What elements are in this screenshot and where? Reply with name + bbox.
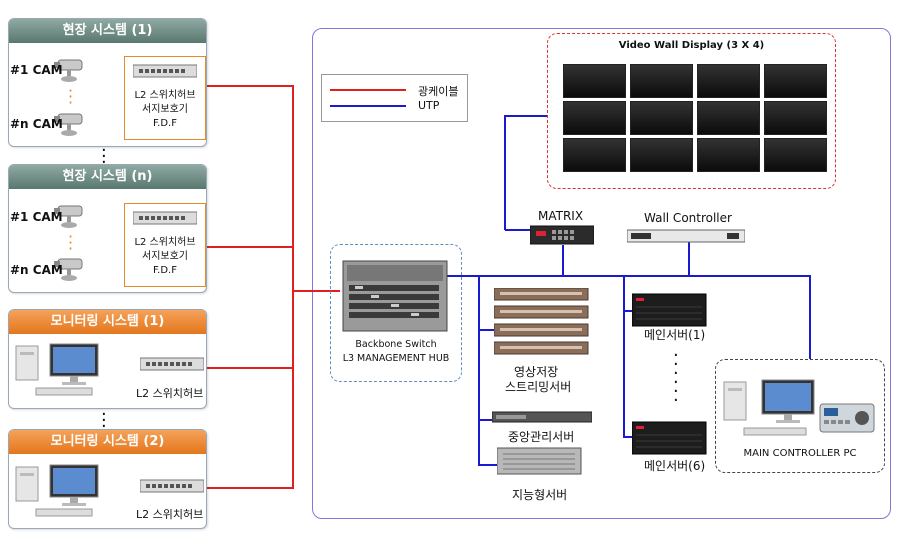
- switch-hub-icon: [140, 357, 204, 371]
- site-n-hub-line-1: L2 스위치허브: [134, 237, 196, 248]
- ellipsis-icon: ······: [673, 345, 679, 411]
- main-controller-pc: MAIN CONTROLLER PC: [715, 359, 885, 473]
- monitoring-system-2-title: 모니터링 시스템 (2): [9, 430, 206, 454]
- intelligent-server-icon: [497, 447, 582, 475]
- matrix-label: MATRIX: [538, 209, 584, 223]
- switch-hub-icon: [133, 64, 197, 78]
- switch-hub-icon: [133, 211, 197, 225]
- cctv-camera-icon: [54, 59, 83, 82]
- legend-optical-label: 광케이블: [418, 85, 459, 98]
- site-1-cam-first-label: #1 CAM: [10, 63, 63, 77]
- site-system-n-title: 현장 시스템 (n): [9, 165, 206, 189]
- matrix-switcher-icon: [530, 225, 594, 245]
- monitoring-system-1-title: 모니터링 시스템 (1): [9, 310, 206, 334]
- ellipsis-icon: ···: [101, 140, 107, 173]
- desktop-pc-icon: [15, 464, 99, 517]
- video-wall-panel: [630, 101, 693, 135]
- backbone-label-line-2: L3 MANAGEMENT HUB: [342, 353, 450, 364]
- site-n-hub-box: L2 스위치허브 서지보호기 F.D.F: [124, 203, 206, 287]
- site-1-hub-line-2: 서지보호기: [142, 104, 188, 115]
- desktop-pc-icon: [15, 343, 99, 396]
- site-1-hub-line-3: F.D.F: [153, 118, 177, 129]
- site-system-1-title: 현장 시스템 (1): [9, 19, 206, 43]
- main-server-last-label: 메인서버(6): [644, 459, 706, 473]
- wall-controller-icon: [627, 229, 745, 243]
- ellipsis-icon: ···: [101, 404, 107, 437]
- ellipsis-icon: ···: [68, 81, 74, 112]
- main-server-icon: [632, 421, 707, 455]
- video-wall-panel: [697, 64, 760, 98]
- cctv-camera-icon: [54, 113, 83, 136]
- storage-server-icon: [494, 288, 589, 355]
- site-n-cam-last-label: #n CAM: [10, 263, 63, 277]
- optical-cables: [205, 85, 340, 489]
- backbone-label-line-1: Backbone Switch: [355, 339, 437, 350]
- ellipsis-icon: ···: [68, 227, 74, 258]
- wall-controller-label: Wall Controller: [644, 211, 732, 225]
- backbone-chassis-icon: [342, 260, 448, 332]
- monitoring-1-hub-label: L2 스위치허브: [136, 387, 204, 400]
- video-wall-title: Video Wall Display (3 X 4): [618, 40, 765, 51]
- site-n-hub-line-3: F.D.F: [153, 265, 177, 276]
- optical-cable-site-1: [205, 85, 294, 291]
- video-wall-panel: [697, 138, 760, 172]
- central-server-icon: [492, 411, 592, 423]
- cctv-camera-icon: [54, 258, 83, 281]
- video-wall-panel: [630, 138, 693, 172]
- main-server-first-label: 메인서버(1): [644, 328, 706, 342]
- intelligent-server-label: 지능형서버: [512, 488, 568, 502]
- site-1-hub-box: L2 스위치허브 서지보호기 F.D.F: [124, 56, 206, 140]
- optical-cable-monitor-2: [205, 291, 294, 489]
- legend-utp-label: UTP: [418, 99, 440, 112]
- legend-swatches: [330, 89, 406, 107]
- video-wall-panel: [563, 101, 626, 135]
- storage-label-line-1: 영상저장: [514, 365, 559, 379]
- switch-hub-icon: [140, 479, 204, 493]
- site-1-cam-last-label: #n CAM: [10, 117, 63, 131]
- video-wall-panel: [563, 64, 626, 98]
- main-controller-label: MAIN CONTROLLER PC: [743, 448, 857, 459]
- video-wall-panel: [764, 64, 827, 98]
- video-wall-panel: [764, 101, 827, 135]
- video-wall-panel: [697, 101, 760, 135]
- video-wall-panel: [563, 138, 626, 172]
- central-server-label: 중앙관리서버: [508, 430, 575, 444]
- site-n-hub-line-2: 서지보호기: [142, 251, 188, 262]
- controller-pc-icon: [723, 379, 875, 436]
- site-1-hub-line-1: L2 스위치허브: [134, 90, 196, 101]
- video-wall-panel: [764, 138, 827, 172]
- storage-label-line-2: 스트리밍서버: [505, 380, 572, 394]
- legend: 광케이블 UTP: [321, 74, 468, 122]
- site-n-cam-first-label: #1 CAM: [10, 210, 63, 224]
- cctv-camera-icon: [54, 205, 83, 228]
- monitoring-2-hub-label: L2 스위치허브: [136, 508, 204, 521]
- main-server-icon: [632, 293, 707, 327]
- video-wall-panel: [630, 64, 693, 98]
- backbone-switch: Backbone Switch L3 MANAGEMENT HUB: [330, 244, 462, 382]
